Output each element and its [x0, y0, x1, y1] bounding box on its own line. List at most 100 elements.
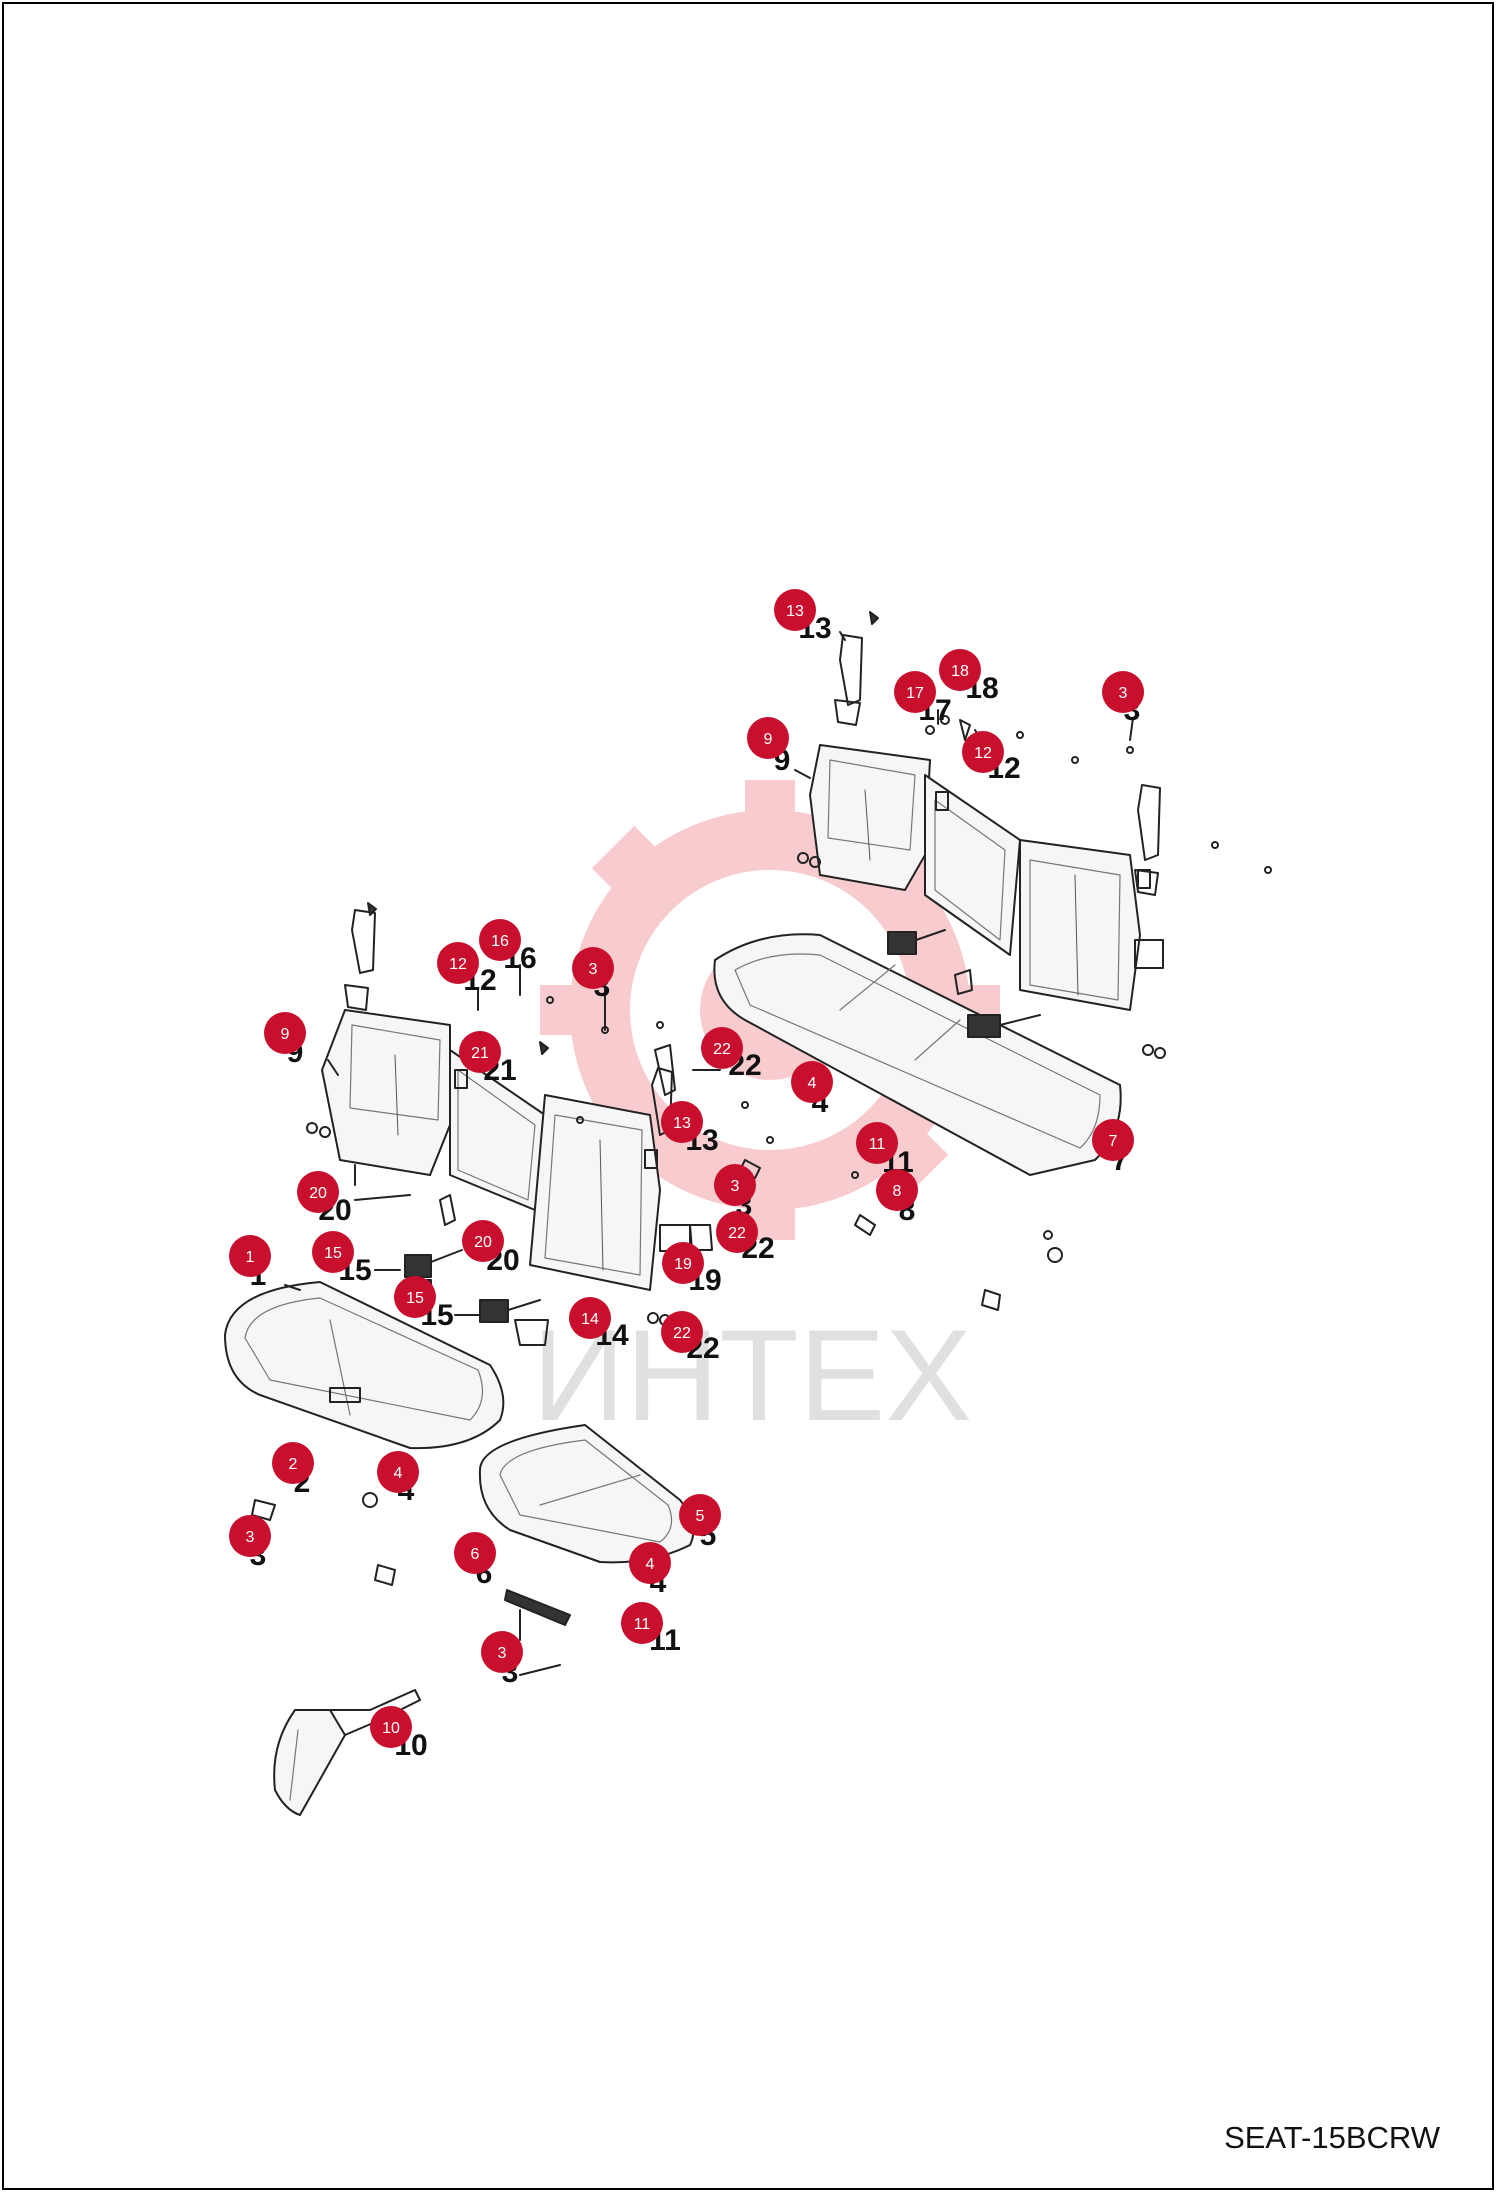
badge-label: 4	[646, 1556, 655, 1573]
badge-circle[interactable]	[1092, 1119, 1134, 1161]
badge-label: 19	[674, 1256, 692, 1273]
callout-badge-9[interactable]: 9	[264, 1012, 306, 1054]
badge-circle[interactable]	[297, 1171, 339, 1213]
callout-badge-4[interactable]: 4	[791, 1061, 833, 1103]
badge-label: 8	[893, 1183, 902, 1200]
badge-label: 3	[498, 1645, 507, 1662]
callout-badge-3[interactable]: 3	[481, 1631, 523, 1673]
callout-badge-19[interactable]: 19	[662, 1242, 704, 1284]
badge-circle[interactable]	[714, 1164, 756, 1206]
callout-badge-20[interactable]: 20	[462, 1220, 504, 1262]
callout-badge-20[interactable]: 20	[297, 1171, 339, 1213]
callout-badge-13[interactable]: 13	[661, 1101, 703, 1143]
badge-circle[interactable]	[856, 1122, 898, 1164]
badge-label: 11	[869, 1136, 886, 1153]
badge-circle[interactable]	[312, 1231, 354, 1273]
badge-circle[interactable]	[962, 731, 1004, 773]
callout-badge-12[interactable]: 12	[437, 942, 479, 984]
badge-circle[interactable]	[479, 919, 521, 961]
callout-badge-22[interactable]: 22	[701, 1027, 743, 1069]
callout-badge-22[interactable]: 22	[661, 1311, 703, 1353]
badge-circle[interactable]	[1102, 671, 1144, 713]
badge-circle[interactable]	[661, 1101, 703, 1143]
badge-label: 15	[406, 1290, 424, 1307]
badge-label: 18	[951, 663, 969, 680]
front-seat-cushion-left	[224, 1281, 505, 1450]
badge-label: 11	[634, 1616, 651, 1633]
badge-circle[interactable]	[894, 671, 936, 713]
diagram-code: SEAT-15BCRW	[1224, 2120, 1440, 2155]
badge-circle[interactable]	[661, 1311, 703, 1353]
callout-badge-3[interactable]: 3	[572, 947, 614, 989]
badge-circle[interactable]	[370, 1706, 412, 1748]
badge-circle[interactable]	[774, 589, 816, 631]
badge-circle[interactable]	[454, 1532, 496, 1574]
callout-badge-2[interactable]: 2	[272, 1442, 314, 1484]
badge-circle[interactable]	[264, 1012, 306, 1054]
callout-badge-12[interactable]: 12	[962, 731, 1004, 773]
badge-circle[interactable]	[791, 1061, 833, 1103]
badge-circle[interactable]	[679, 1494, 721, 1536]
callout-badge-3[interactable]: 3	[1102, 671, 1144, 713]
rear-seat-backrest	[797, 744, 1166, 1059]
callout-badge-17[interactable]: 17	[894, 671, 936, 713]
badge-circle[interactable]	[621, 1602, 663, 1644]
callout-badge-3[interactable]: 3	[714, 1164, 756, 1206]
badge-circle[interactable]	[572, 947, 614, 989]
badge-circle[interactable]	[394, 1276, 436, 1318]
badge-circle[interactable]	[716, 1211, 758, 1253]
callout-badge-13[interactable]: 13	[774, 589, 816, 631]
callout-badge-6[interactable]: 6	[454, 1532, 496, 1574]
badge-circle[interactable]	[437, 942, 479, 984]
badge-label: 16	[491, 933, 509, 950]
parts-drawing	[224, 611, 1272, 1816]
callout-badge-21[interactable]: 21	[459, 1031, 501, 1073]
badge-circle[interactable]	[569, 1297, 611, 1339]
badge-circle[interactable]	[462, 1220, 504, 1262]
badge-label: 2	[289, 1456, 298, 1473]
badge-label: 15	[324, 1245, 342, 1262]
badge-circle[interactable]	[229, 1235, 271, 1277]
badge-circle[interactable]	[272, 1442, 314, 1484]
callout-badge-3[interactable]: 3	[229, 1515, 271, 1557]
callout-badge-8[interactable]: 8	[876, 1169, 918, 1211]
headrest-brackets	[344, 634, 1161, 1136]
badge-circle[interactable]	[377, 1451, 419, 1493]
badge-label: 4	[808, 1075, 817, 1092]
badge-circle[interactable]	[662, 1242, 704, 1284]
front-seat-backrest	[306, 1009, 691, 1326]
badge-label: 9	[281, 1026, 290, 1043]
badge-circle[interactable]	[939, 649, 981, 691]
callout-badge-7[interactable]: 7	[1092, 1119, 1134, 1161]
badge-circle[interactable]	[481, 1631, 523, 1673]
callout-badge-4[interactable]: 4	[629, 1542, 671, 1584]
part-callouts: 1313171718183399121212121616339921212222…	[229, 589, 1144, 1762]
callout-badge-1[interactable]: 1	[229, 1235, 271, 1277]
badge-label: 21	[471, 1045, 489, 1062]
badge-label: 22	[728, 1225, 746, 1242]
badge-label: 3	[589, 961, 598, 978]
callout-badge-10[interactable]: 10	[370, 1706, 412, 1748]
badge-circle[interactable]	[747, 717, 789, 759]
badge-circle[interactable]	[876, 1169, 918, 1211]
callout-badge-18[interactable]: 18	[939, 649, 981, 691]
badge-circle[interactable]	[701, 1027, 743, 1069]
callout-badge-15[interactable]: 15	[312, 1231, 354, 1273]
callout-badge-15[interactable]: 15	[394, 1276, 436, 1318]
callout-badge-16[interactable]: 16	[479, 919, 521, 961]
callout-badge-22[interactable]: 22	[716, 1211, 758, 1253]
badge-circle[interactable]	[459, 1031, 501, 1073]
badge-label: 14	[581, 1311, 599, 1328]
callout-badge-4[interactable]: 4	[377, 1451, 419, 1493]
callout-badge-11[interactable]: 11	[856, 1122, 898, 1164]
badge-label: 12	[449, 956, 467, 973]
badge-label: 1	[246, 1249, 255, 1266]
badge-circle[interactable]	[229, 1515, 271, 1557]
badge-circle[interactable]	[629, 1542, 671, 1584]
badge-label: 17	[906, 685, 924, 702]
callout-badge-11[interactable]: 11	[621, 1602, 663, 1644]
callout-badge-5[interactable]: 5	[679, 1494, 721, 1536]
callout-badge-9[interactable]: 9	[747, 717, 789, 759]
callout-badge-14[interactable]: 14	[569, 1297, 611, 1339]
